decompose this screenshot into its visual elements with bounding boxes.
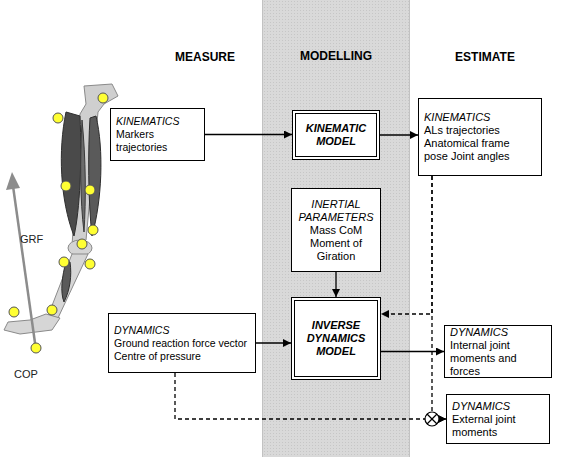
skin-marker [61,181,71,191]
calf-muscle [62,262,71,302]
skin-marker [9,307,19,317]
multiply-cross [427,414,437,424]
skin-marker [31,343,41,353]
tibia-bone [48,254,88,318]
thigh-muscle [81,120,86,232]
box-body: Ground reaction force vector Centre of p… [114,337,250,363]
measure-box: DYNAMICSGround reaction force vector Cen… [108,313,256,373]
box-heading: DYNAMICS [452,400,544,413]
skin-marker [47,305,57,315]
skin-marker [85,185,95,195]
box-heading: DYNAMICS [114,324,250,337]
skin-marker [59,257,69,267]
model-box: KINEMATIC MODEL [292,110,380,160]
modelling-band: MODELLING KINEMATIC MODEL INERTIAL PARAMET… [262,0,410,457]
box-body: Mass CoM Moment of Giration [297,224,375,263]
box-heading: INVERSE DYNAMICS MODEL [301,319,371,358]
multiply-circle [425,412,439,426]
measure-box: KINEMATICSMarkers trajectories [110,108,205,161]
skin-marker [98,93,108,103]
box-body: Internal joint moments and forces [450,339,546,378]
box-heading: KINEMATICS [424,111,536,124]
multiply-cross [427,414,437,424]
part-label: COP [14,368,38,380]
column-heading: MEASURE [145,50,265,64]
skin-marker [88,225,98,235]
skin-marker [77,239,87,249]
estimate-box: DYNAMICSInternal joint moments and force… [444,325,552,378]
force-vector [13,186,36,350]
box-heading: KINEMATIC MODEL [302,122,370,148]
estimate-box: KINEMATICSALs trajectories Anatomical fr… [418,98,542,176]
box-heading: INERTIAL PARAMETERS [297,198,375,224]
part-label: GRF [20,233,43,245]
box-heading: KINEMATICS [116,115,199,128]
thigh-muscle [89,116,101,236]
box-body: Markers trajectories [116,128,199,154]
box-heading: DYNAMICS [450,326,546,339]
box-heading: MODELLING [263,50,409,63]
model-box: INVERSE DYNAMICS MODEL [291,297,381,380]
box-body: ALs trajectories Anatomical frame pose J… [424,124,536,163]
column-heading: ESTIMATE [425,50,545,64]
skin-marker [85,259,95,269]
dashed-connector [432,176,446,419]
estimate-box: DYNAMICSExternal joint moments [446,394,550,444]
skin-marker [53,113,63,123]
force-arrowhead [6,172,20,190]
box-body: External joint moments [452,413,544,439]
thigh-muscle [61,112,80,236]
parameters-box: INERTIAL PARAMETERSMass CoM Moment of Gi… [291,188,381,272]
multiply-symbol [425,412,439,426]
